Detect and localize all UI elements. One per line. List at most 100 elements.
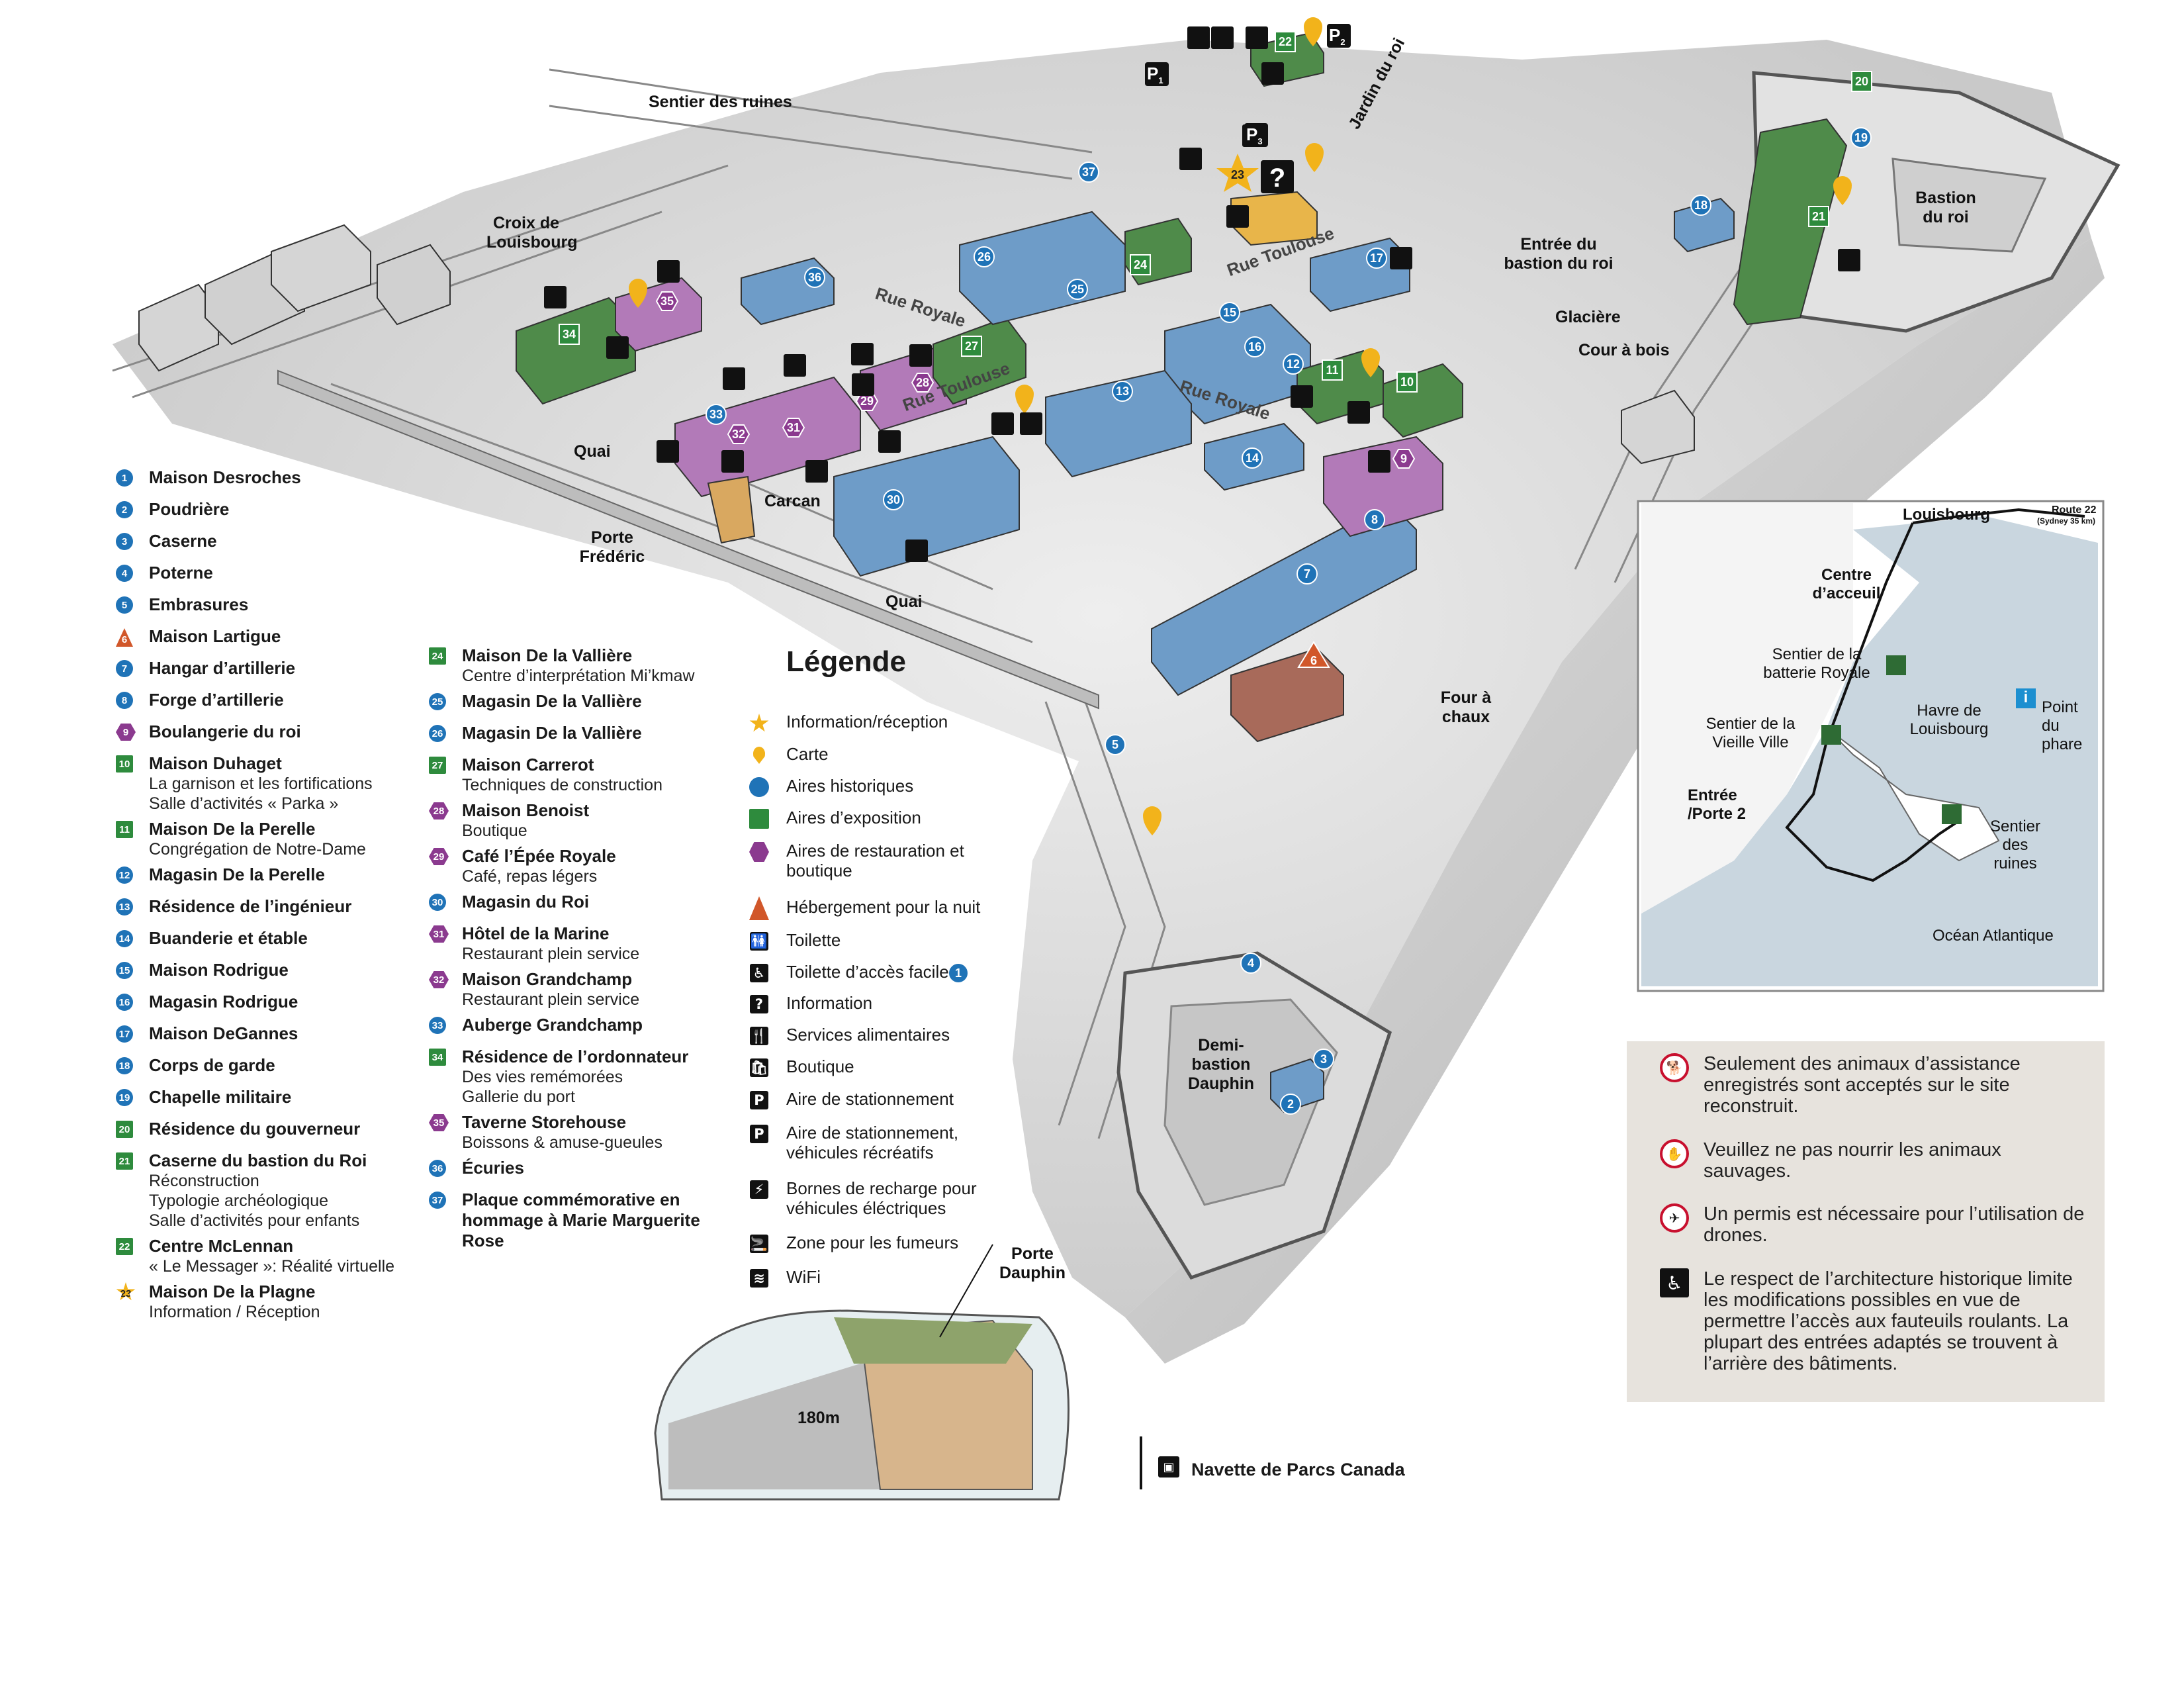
- legend-entry-title: Maison De la Plagne: [149, 1282, 316, 1301]
- hiking-icon-batterie: [1886, 655, 1906, 675]
- inset-havre: Havre de Louisbourg: [1909, 702, 1989, 738]
- legend-entry-subtitle: Gallerie du port: [462, 1088, 575, 1106]
- circle-marker-icon: 1: [116, 469, 133, 487]
- legend-entry-title: Maison De la Perelle: [149, 819, 316, 839]
- legend-entry-subtitle: Boutique: [462, 821, 527, 840]
- square-marker-icon: 20: [116, 1121, 133, 1138]
- ev-charging-icon: ⚡: [748, 1178, 770, 1201]
- svg-text:24: 24: [1134, 258, 1147, 271]
- symbol-legend-label: Bornes de recharge pour véhicules éléctr…: [786, 1178, 977, 1218]
- legend-entry-title: Hôtel de la Marine: [462, 923, 610, 943]
- wifi-icon: ≋: [748, 1267, 770, 1289]
- symbol-legend-label: Information: [786, 993, 873, 1013]
- legend-entry-subtitle: Café, repas légers: [462, 867, 598, 886]
- legend-entry-title: Écuries: [462, 1158, 524, 1178]
- legend-entry-title: Résidence de l’ingénieur: [149, 896, 352, 916]
- symbol-legend-label: Boutique: [786, 1056, 854, 1076]
- legend-entry-title: Maison Rodrigue: [149, 960, 289, 980]
- no-pets-icon: 🐕: [1660, 1053, 1689, 1082]
- hex-marker-icon: 28: [429, 802, 449, 820]
- legend-entry-subtitle: Salle d’activités « Parka »: [149, 794, 339, 813]
- inset-sentier-vieille-ville: Sentier de la Vieille Ville: [1706, 715, 1796, 751]
- svg-text:18: 18: [1694, 199, 1707, 212]
- legend-entry-title: Maison Carrerot: [462, 755, 594, 774]
- legend-entry-title: Maison Desroches: [149, 467, 301, 487]
- symbol-legend-label: Aires d’exposition: [786, 808, 921, 827]
- inset-centre-accueil: Centre d’acceuil: [1812, 566, 1881, 602]
- circle-marker-icon: 16: [116, 994, 133, 1011]
- legend-entry-title: Maison Lartigue: [149, 626, 281, 646]
- svg-text:10: 10: [1400, 375, 1414, 389]
- legend-entry-title: Café l’Épée Royale: [462, 846, 616, 866]
- svg-text:22: 22: [1279, 35, 1292, 48]
- svg-text:27: 27: [965, 340, 978, 353]
- symbol-legend-label: WiFi: [786, 1267, 821, 1287]
- info-question-icon: [1261, 160, 1294, 193]
- legend-entry-title: Magasin De la Vallière: [462, 723, 642, 743]
- information-icon: ?: [748, 993, 770, 1015]
- no-drones-icon: ✈: [1660, 1203, 1689, 1233]
- square-marker-icon: 27: [429, 757, 446, 774]
- inset-ocean: Océan Atlantique: [1933, 927, 2054, 945]
- svg-text:13: 13: [1116, 385, 1129, 398]
- symbol-legend-label: Hébergement pour la nuit: [786, 897, 981, 917]
- legend-entry-subtitle: Techniques de construction: [462, 776, 662, 794]
- symbol-legend-label: Aire de stationnement: [786, 1089, 954, 1109]
- circle-marker-icon: 3: [116, 533, 133, 550]
- svg-text:12: 12: [1287, 357, 1300, 371]
- svg-text:16: 16: [1248, 340, 1261, 353]
- circle-marker-icon: 17: [116, 1025, 133, 1043]
- svg-text:28: 28: [916, 376, 929, 389]
- legend-entry-subtitle: Restaurant plein service: [462, 990, 640, 1009]
- area-inset-map: [1637, 500, 2105, 992]
- legend-entry-title: Magasin De la Perelle: [149, 865, 325, 884]
- parking-1-icon: P1: [1147, 64, 1163, 86]
- legend-entry-title: Plaque commémorative en hommage à Marie …: [462, 1190, 700, 1250]
- circle-marker-icon: 15: [116, 962, 133, 979]
- symbol-legend-label: Aires de restauration et boutique: [786, 841, 964, 880]
- circle-marker-icon: 25: [429, 693, 446, 710]
- svg-text:37: 37: [1082, 165, 1095, 179]
- inset-route: Route 22: [2052, 504, 2097, 516]
- legend-entry-subtitle: Congrégation de Notre-Dame: [149, 840, 366, 859]
- notice-panel: 🐕 Seulement des animaux d’assistance enr…: [1627, 1041, 2105, 1402]
- label-distance: 180m: [797, 1409, 840, 1427]
- symbol-legend-label: Carte: [786, 744, 829, 764]
- square-marker-icon: 10: [116, 755, 133, 773]
- square-marker-icon: 11: [116, 821, 133, 838]
- legend-entry-subtitle: Restaurant plein service: [462, 945, 640, 963]
- symbol-legend-label: Information/réception: [786, 712, 948, 731]
- map-pin-icons: [629, 17, 1852, 835]
- hex-marker-icon: 32: [429, 971, 449, 988]
- hex-marker-icon: 9: [116, 724, 136, 741]
- label-four-a-chaux: Four à chaux: [1440, 688, 1492, 726]
- label-sentier-des-ruines: Sentier des ruines: [649, 93, 792, 111]
- svg-text:17: 17: [1370, 252, 1383, 265]
- exhibit-markers: 10 11 20 21 22 24 27 34: [559, 31, 1872, 393]
- quai-wall: [277, 369, 1099, 710]
- legend-entry-subtitle: La garnison et les fortifications: [149, 774, 373, 793]
- symbol-legend-label: Zone pour les fumeurs: [786, 1233, 959, 1252]
- parking-icons: [1145, 24, 1351, 147]
- svg-text:9: 9: [1400, 452, 1407, 465]
- inset-route-sub: (Sydney 35 km): [2037, 516, 2096, 526]
- legend-entry-subtitle: Boissons & amuse-gueules: [462, 1133, 662, 1152]
- circle-marker-icon: 18: [116, 1057, 133, 1074]
- hiking-icon-ruines: [1942, 804, 1962, 824]
- svg-text:2: 2: [1287, 1098, 1294, 1111]
- rv-parking-icon: P: [748, 1123, 770, 1145]
- svg-text:34: 34: [563, 328, 576, 341]
